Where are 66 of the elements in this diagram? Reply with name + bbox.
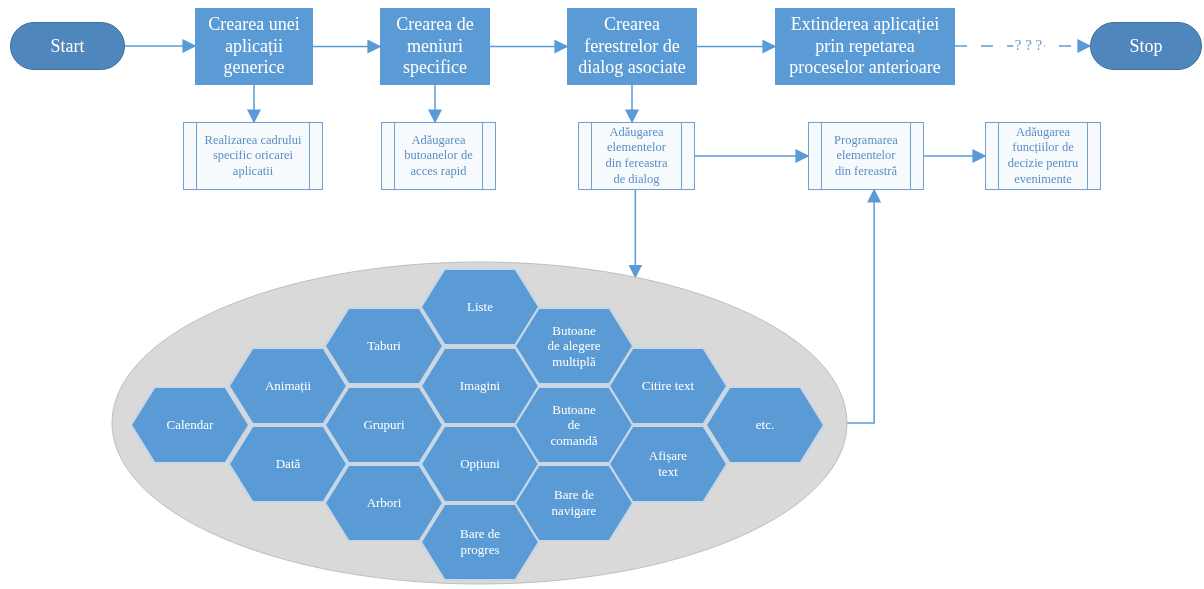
subprocess-box <box>808 122 924 190</box>
node-label: Citire text <box>641 378 695 394</box>
hexagon-node <box>421 348 539 424</box>
hexagon-node <box>421 269 539 345</box>
node-label: Crearea de meniuri specifice <box>395 14 475 79</box>
hexagon-node <box>421 426 539 502</box>
node-label: Opțiuni <box>460 456 500 472</box>
process-box <box>195 8 313 85</box>
arrow <box>846 188 882 424</box>
node-label: Dată <box>275 456 301 472</box>
node-label: Stop <box>1129 35 1163 57</box>
node-label: Calendar <box>166 417 214 433</box>
node-label: Animații <box>264 378 312 394</box>
arrow <box>628 189 643 279</box>
arrow <box>694 149 810 163</box>
arrow <box>625 84 639 124</box>
hexagon-node <box>706 387 824 463</box>
node-label: Programarea elementelor din fereastră <box>833 132 899 180</box>
node-label: Grupuri <box>363 417 405 433</box>
node-label: Start <box>50 35 85 57</box>
hexagon-node <box>229 348 347 424</box>
hexagon-node <box>421 504 539 580</box>
node-label: Butoane de comandă <box>549 401 599 449</box>
hexagon-node <box>229 426 347 502</box>
node-label: Bare de navigare <box>550 487 598 519</box>
node-label: Afișare text <box>647 448 689 480</box>
arrow <box>247 84 261 124</box>
hexagon-node <box>325 465 443 541</box>
process-box <box>775 8 955 85</box>
node-label: Bare de progres <box>458 526 502 558</box>
subprocess-box <box>985 122 1101 190</box>
terminator-node <box>10 22 125 70</box>
arrow <box>696 39 777 54</box>
node-label: Liste <box>467 299 493 315</box>
node-label: Crearea ferestrelor de dialog asociate <box>577 14 687 79</box>
terminator-node <box>1090 22 1202 70</box>
hexagon-node <box>515 308 633 384</box>
process-box <box>380 8 490 85</box>
node-label: Adăugarea elementelor din fereastra de dialog <box>604 124 669 188</box>
arrow <box>312 39 382 54</box>
subprocess-box <box>183 122 323 190</box>
node-label: Adăugarea butoanelor de acces rapid <box>403 132 474 180</box>
hexagon-node <box>609 426 727 502</box>
hexagon-node <box>609 348 727 424</box>
ellipse-group <box>112 262 847 584</box>
arrow <box>489 39 569 54</box>
hexagon-node <box>325 387 443 463</box>
hexagon-node <box>515 387 633 463</box>
subprocess-box <box>578 122 695 190</box>
node-label: Butoane de alegere multiplă <box>546 322 602 370</box>
node-label: Realizarea cadrului specific oricarei aplicatii <box>204 132 302 180</box>
arrow <box>428 84 442 124</box>
process-box <box>567 8 697 85</box>
node-label: Extinderea aplicației prin repetarea proceselor anterioare <box>788 14 942 79</box>
node-label: Imagini <box>459 378 501 394</box>
hexagon-node <box>325 308 443 384</box>
node-label: Adăugarea funcțiilor de decizie pentru evenimente <box>1006 124 1080 188</box>
node-label: etc. <box>755 417 775 433</box>
subprocess-box <box>381 122 496 190</box>
arrow <box>923 149 987 163</box>
node-label: Arbori <box>366 495 402 511</box>
arrow <box>124 39 197 53</box>
node-label: Crearea unei aplicații generice <box>207 14 301 79</box>
hexagon-node <box>131 387 249 463</box>
node-label: Taburi <box>367 338 401 354</box>
hexagon-node <box>515 465 633 541</box>
